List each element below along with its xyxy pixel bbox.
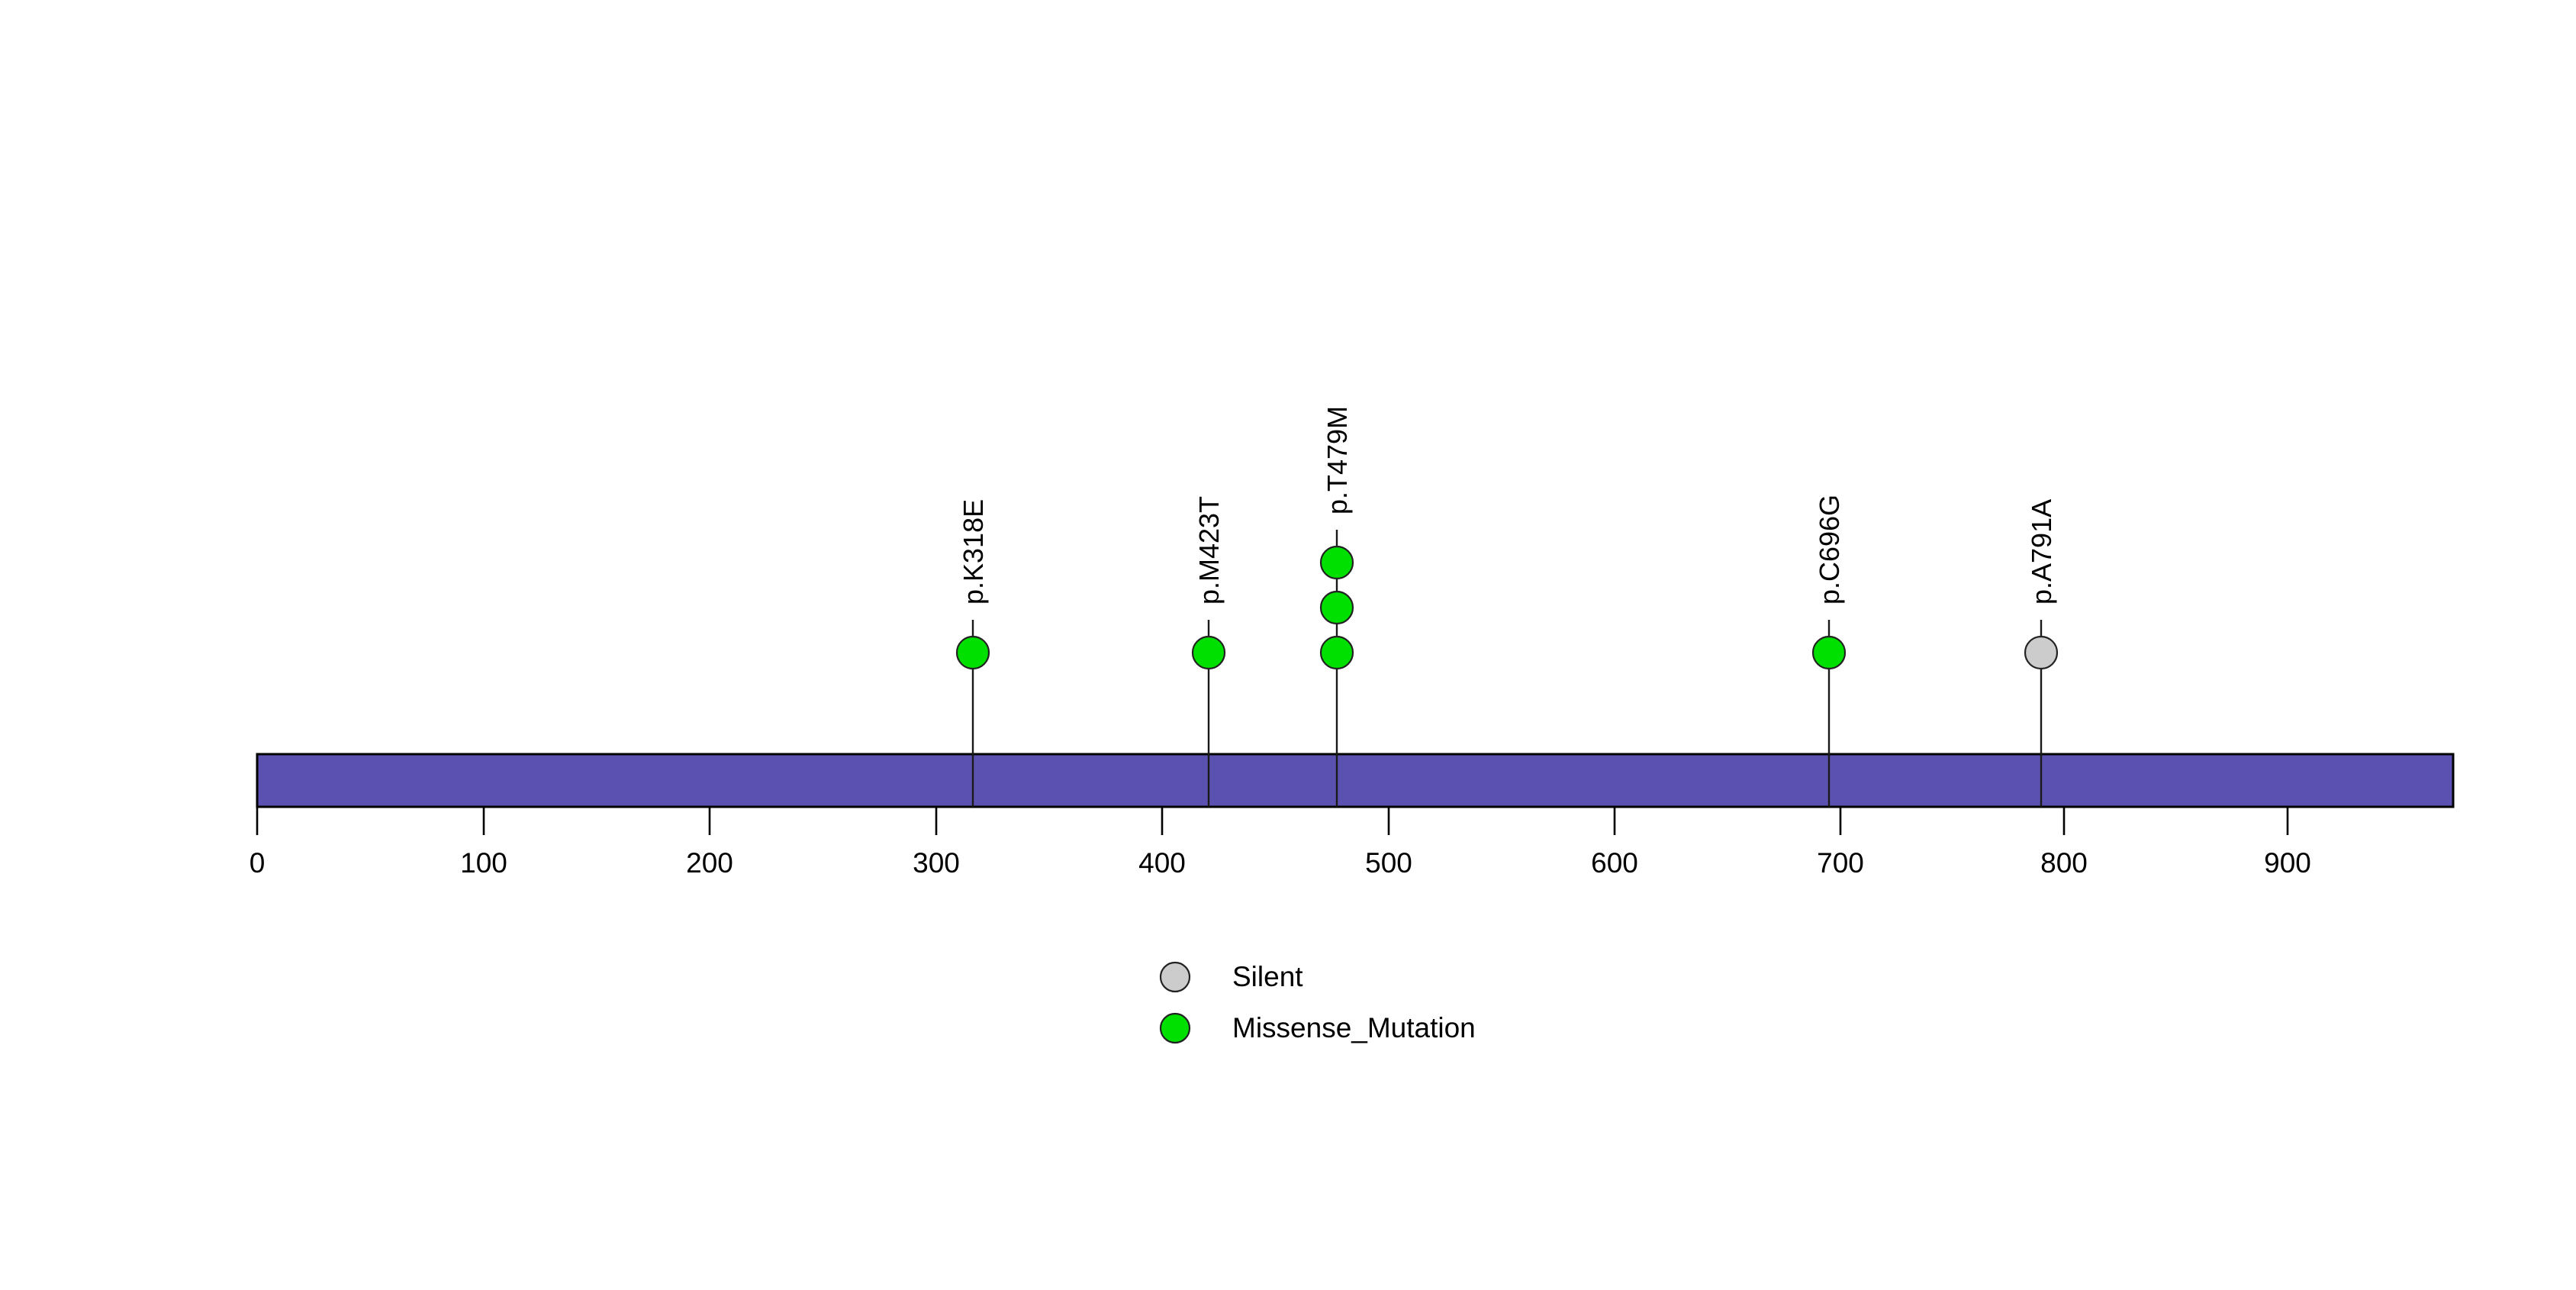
axis-tick-label: 300 <box>913 847 960 879</box>
axis-tick-label: 600 <box>1591 847 1638 879</box>
axis-tick-label: 0 <box>250 847 266 879</box>
x-axis: 0 100 200 300 400 500 600 700 800 900 <box>250 807 2311 879</box>
mutation-lollipop[interactable]: p.K318E <box>955 499 990 807</box>
legend-label: Missense_Mutation <box>1232 1012 1476 1043</box>
axis-tick-label: 900 <box>2264 847 2311 879</box>
lollipop-node[interactable] <box>955 635 990 670</box>
lollipop-node[interactable] <box>1191 635 1226 670</box>
axis-tick-label: 100 <box>460 847 507 879</box>
axis-tick-label: 200 <box>686 847 733 879</box>
protein-domain-bar[interactable] <box>256 753 2455 808</box>
mutation-label: p.K318E <box>958 499 989 605</box>
lollipop-node[interactable] <box>1319 635 1354 670</box>
mutation-label: p.A791A <box>2026 499 2057 605</box>
mutation-label: p.M423T <box>1193 496 1225 605</box>
legend-item[interactable]: Silent <box>1159 961 1303 993</box>
legend-item[interactable]: Missense_Mutation <box>1159 1012 1476 1044</box>
axis-tick-label: 800 <box>2040 847 2088 879</box>
axis-tick-label: 700 <box>1817 847 1864 879</box>
legend-swatch <box>1159 961 1191 993</box>
protein-bar-group <box>256 753 2455 808</box>
legend-label: Silent <box>1232 961 1303 992</box>
axis-tick-label: 500 <box>1365 847 1412 879</box>
legend-swatch <box>1159 1012 1191 1044</box>
mutation-label: p.C696G <box>1814 495 1845 605</box>
lollipop-node[interactable] <box>1319 545 1354 580</box>
axis-tick-label: 400 <box>1138 847 1186 879</box>
mutation-lollipop[interactable]: p.C696G <box>1811 495 1847 807</box>
mutation-lollipop[interactable]: p.A791A <box>2024 499 2059 807</box>
mutation-lollipop[interactable]: p.T479M <box>1319 406 1354 807</box>
lollipop-node[interactable] <box>1811 635 1847 670</box>
lollipop-node[interactable] <box>1319 590 1354 625</box>
lollipop-node[interactable] <box>2024 635 2059 670</box>
mutation-label: p.T479M <box>1322 406 1353 514</box>
mutation-lollipop[interactable]: p.M423T <box>1191 496 1226 807</box>
mutation-lollipops: p.K318E p.M423T p.T479M p.C696G p.A791A <box>955 406 2059 807</box>
